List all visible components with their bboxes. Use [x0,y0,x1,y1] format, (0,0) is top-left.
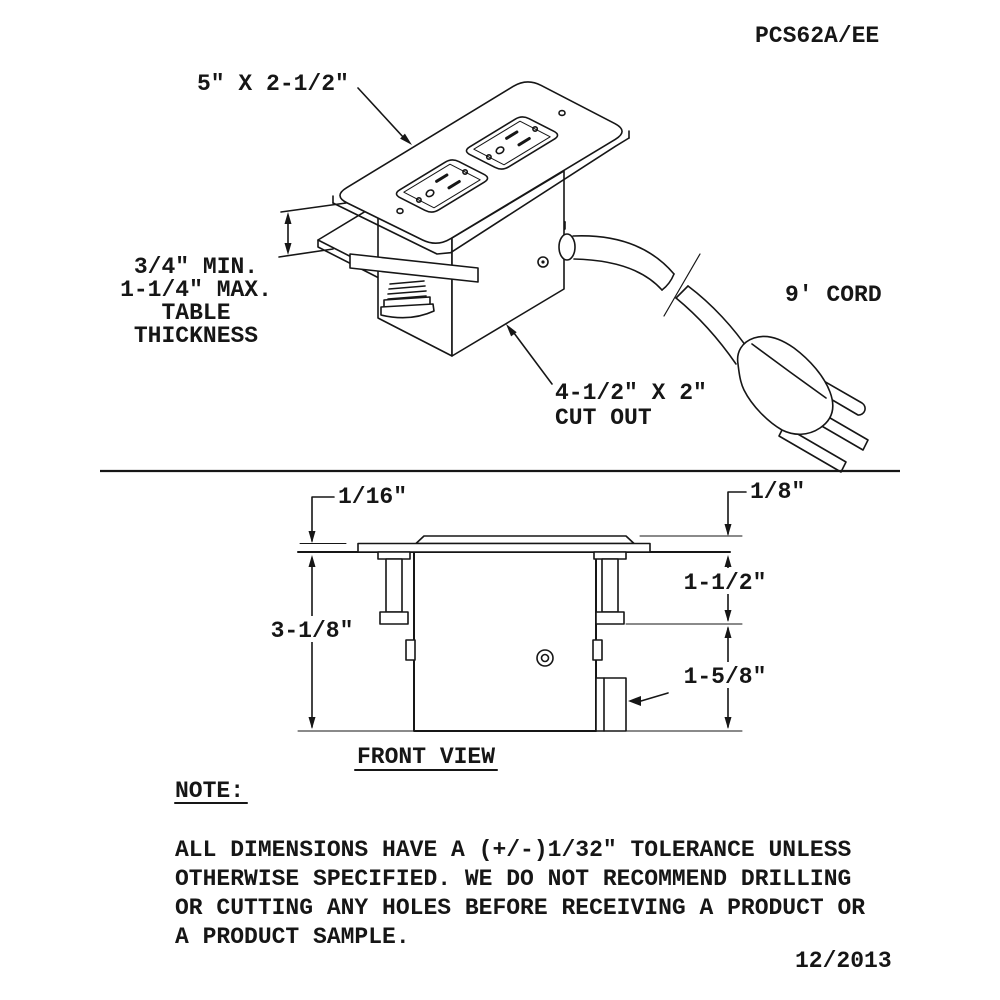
note-line: A PRODUCT SAMPLE. [175,924,410,950]
front-right-bolt [601,558,619,613]
front-left-bolt [385,558,403,613]
front-flange-plate [357,542,651,553]
plug-body [736,335,834,436]
cord-length-label: 9' CORD [785,282,882,308]
cord-exit-arrow [628,696,641,706]
table-thickness-label-line3: TABLE [161,300,230,326]
note-line: OR CUTTING ANY HOLES BEFORE RECEIVING A … [175,895,865,921]
cord-break-mark [663,253,701,317]
table-thickness-label-line2: 1-1/4" MAX. [120,277,272,303]
front-cord-exit [595,677,627,732]
front-top-cover [415,535,635,545]
table-thickness-label-line1: 3/4" MIN. [134,254,258,280]
dim-upper-depth: 1-1/2" [684,570,767,596]
iso-clamp-assembly [349,253,479,319]
plate-dimension-label: 5" X 2-1/2" [197,71,349,97]
front-view-title: FRONT VIEW [357,744,495,770]
iso-dimension-lines [278,87,553,385]
table-thickness-label-line4: THICKNESS [134,323,258,349]
plate-screw-icon [558,109,566,117]
dim-lower-depth: 1-5/8" [684,664,767,690]
underlines [174,769,498,804]
iso-power-cord [558,233,751,365]
plate-screw-icon [396,207,404,215]
iso-outlet-2 [465,116,559,170]
note-heading: NOTE: [175,778,244,804]
cutout-label-line1: 4-1/2" X 2" [555,380,707,406]
dim-plate-lip: 1/16" [338,484,407,510]
part-number: PCS62A/EE [755,23,879,49]
front-view-dimension-lines [268,491,768,732]
dim-total-depth: 3-1/8" [271,618,354,644]
note-line: ALL DIMENSIONS HAVE A (+/-)1/32" TOLERAN… [175,837,852,863]
revision-date: 12/2013 [795,948,892,974]
note-line: OTHERWISE SPECIFIED. WE DO NOT RECOMMEND… [175,866,851,892]
front-center-screw-icon [536,649,554,667]
iso-outlet-1 [395,159,489,213]
front-body [413,551,597,732]
iso-plug [736,335,869,473]
front-view-drawing [297,535,731,732]
dim-cover-lip: 1/8" [750,479,805,505]
cutout-label-line2: CUT OUT [555,405,652,431]
